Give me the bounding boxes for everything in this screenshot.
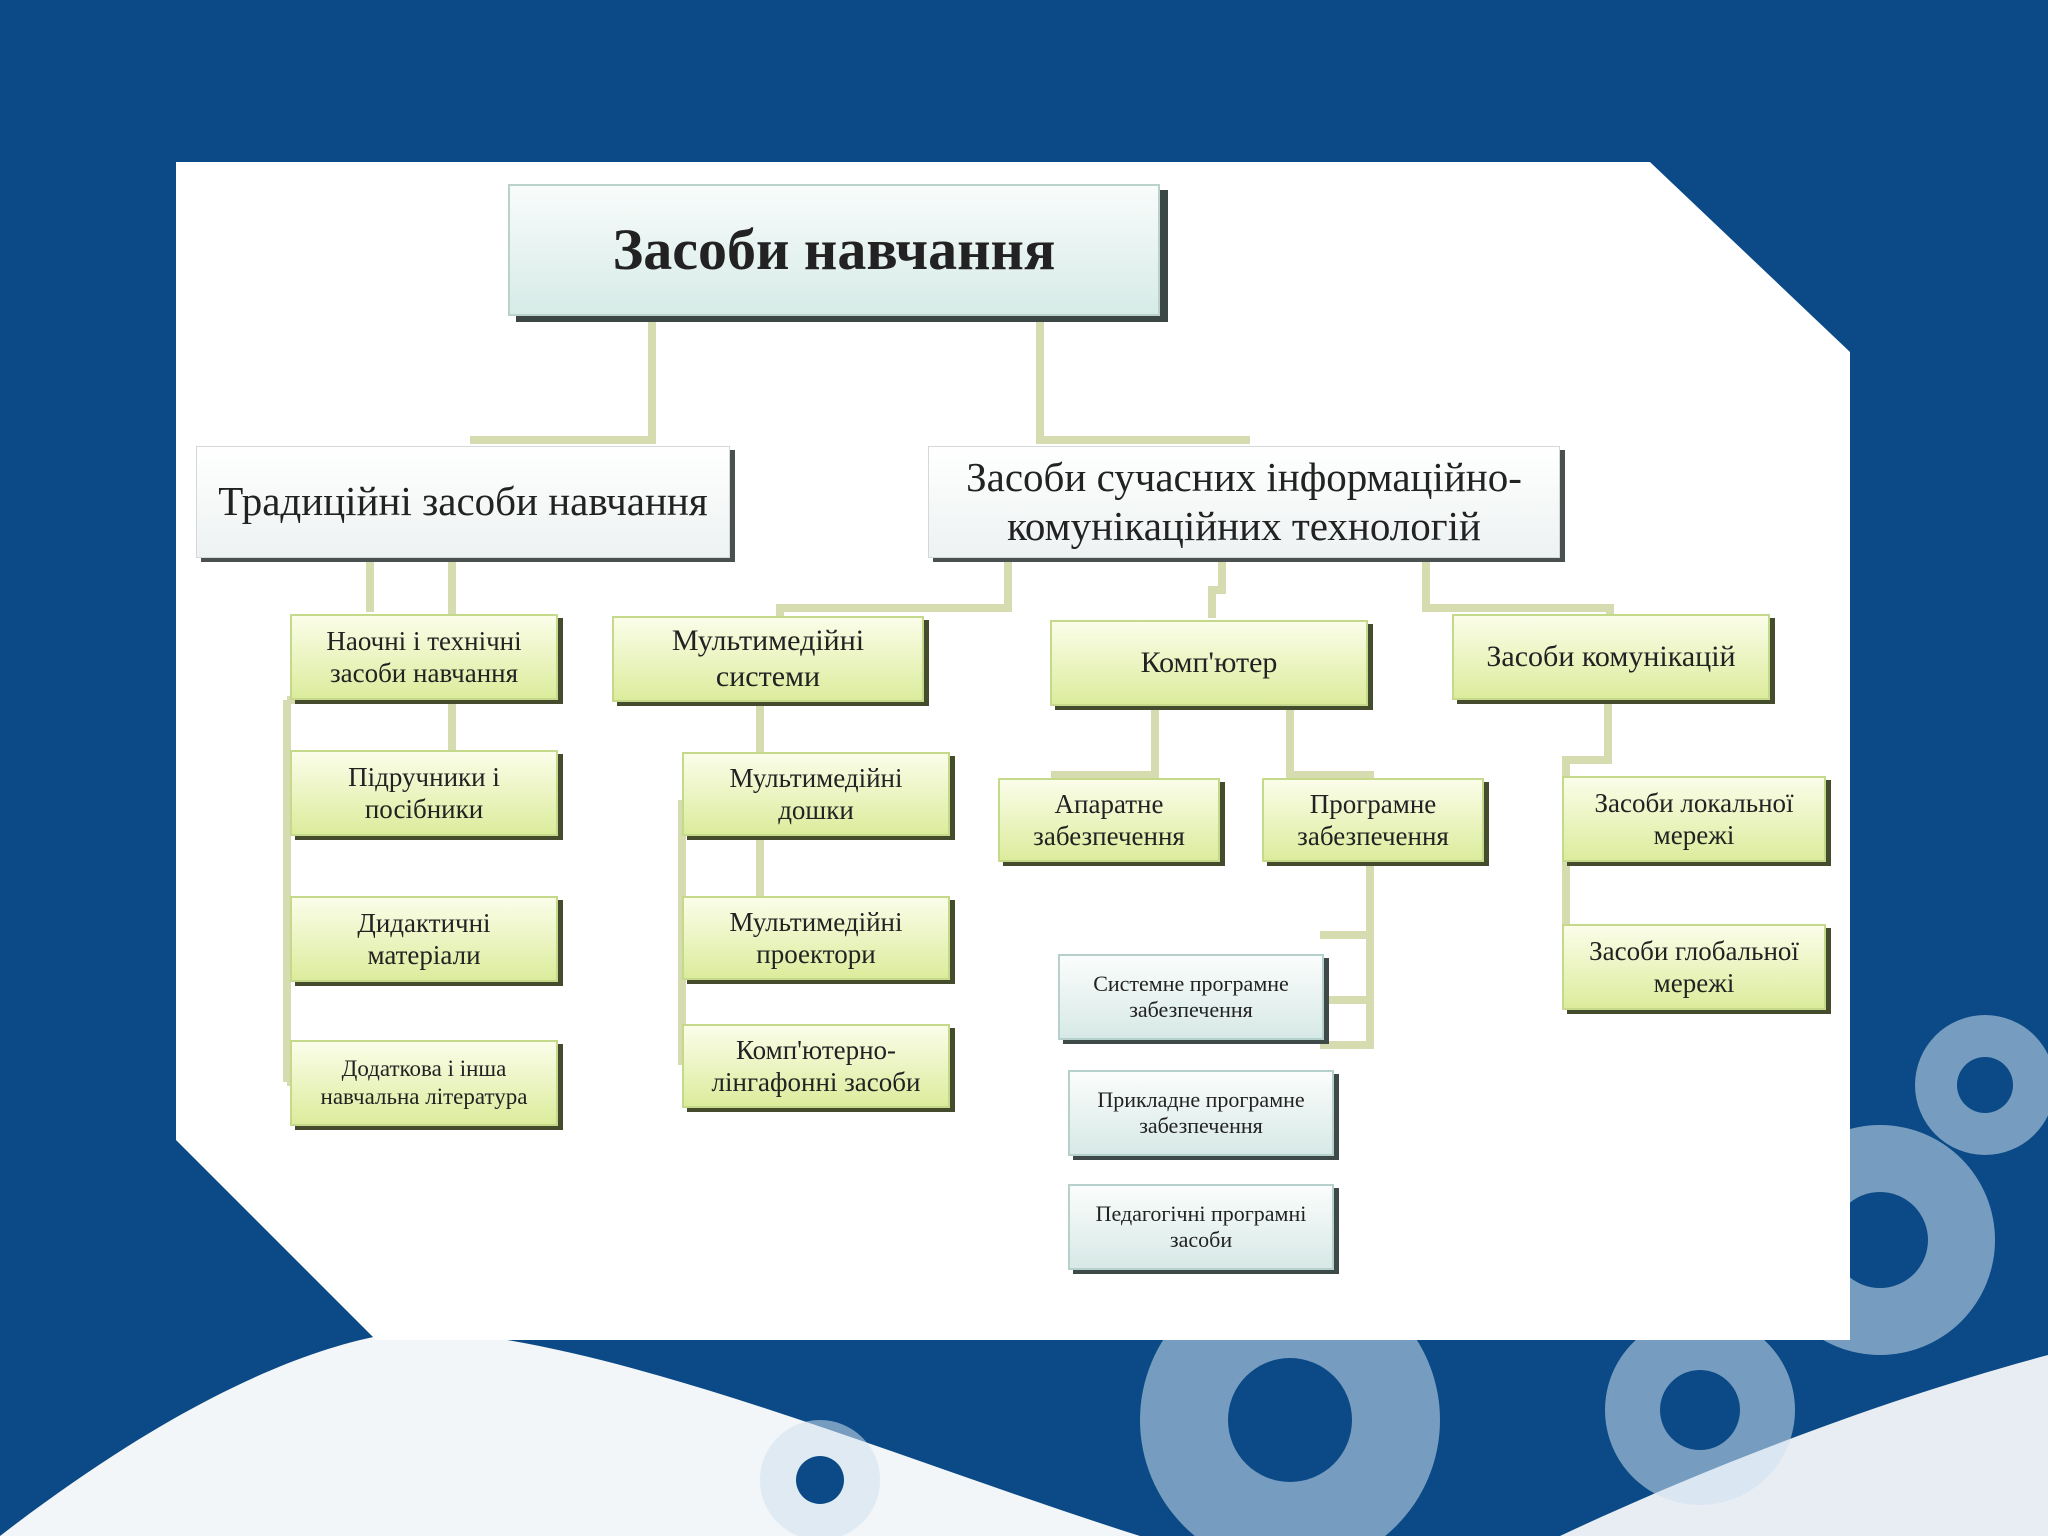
multimedia-item-label: Мультимедійні дошки [729, 762, 903, 825]
software-item-label: Системне програмне забезпечення [1093, 970, 1289, 1022]
multimedia-item-language-lab: Комп'ютерно-лінгафонні засоби [682, 1024, 950, 1108]
traditional-item-additional-literature: Додаткова і інша навчальна література [290, 1040, 558, 1126]
communication-item-global-network: Засоби глобальної мережі [1562, 924, 1826, 1010]
software-item-label: Прикладне програмне забезпечення [1097, 1086, 1305, 1138]
computer-item-software: Програмне забезпечення [1262, 778, 1484, 862]
computer-item-hardware: Апаратне забезпечення [998, 778, 1220, 862]
multimedia-item-boards: Мультимедійні дошки [682, 752, 950, 836]
multimedia-item-label: Комп'ютерно-лінгафонні засоби [711, 1034, 921, 1097]
ict-group-label: Засоби комунікацій [1486, 640, 1736, 673]
communication-item-label: Засоби локальної мережі [1594, 787, 1794, 850]
traditional-item-textbooks: Підручники і посібники [290, 750, 558, 836]
ict-group-multimedia: Мультимедійні системи [612, 616, 924, 702]
multimedia-item-label: Мультимедійні проектори [729, 906, 903, 969]
software-item-pedagogical: Педагогічні програмні засоби [1068, 1184, 1334, 1270]
ict-group-label: Мультимедійні системи [671, 624, 865, 693]
traditional-means-label: Традиційні засоби навчання [218, 478, 708, 525]
root-node: Засоби навчання [508, 184, 1160, 316]
ict-means-node: Засоби сучасних інформаційно-комунікацій… [928, 446, 1560, 558]
communication-item-label: Засоби глобальної мережі [1589, 935, 1799, 998]
communication-item-local-network: Засоби локальної мережі [1562, 776, 1826, 862]
traditional-item-didactic-materials: Дидактичні матеріали [290, 896, 558, 982]
traditional-item-visual-technical: Наочні і технічні засоби навчання [290, 614, 558, 700]
traditional-item-label: Наочні і технічні засоби навчання [326, 625, 522, 688]
ict-group-communication: Засоби комунікацій [1452, 614, 1770, 700]
ict-group-label: Комп'ютер [1140, 646, 1278, 679]
ict-means-label: Засоби сучасних інформаційно-комунікацій… [966, 453, 1522, 549]
traditional-item-label: Додаткова і інша навчальна література [320, 1056, 528, 1109]
computer-item-label: Апаратне забезпечення [1033, 788, 1185, 851]
ict-group-computer: Комп'ютер [1050, 620, 1368, 706]
traditional-item-label: Дидактичні матеріали [357, 907, 491, 970]
software-item-applied: Прикладне програмне забезпечення [1068, 1070, 1334, 1156]
traditional-item-label: Підручники і посібники [348, 761, 500, 824]
computer-item-label: Програмне забезпечення [1297, 788, 1449, 851]
traditional-means-node: Традиційні засоби навчання [196, 446, 730, 558]
software-item-system: Системне програмне забезпечення [1058, 954, 1324, 1040]
software-item-label: Педагогічні програмні засоби [1095, 1200, 1307, 1252]
multimedia-item-projectors: Мультимедійні проектори [682, 896, 950, 980]
root-label: Засоби навчання [612, 217, 1056, 283]
